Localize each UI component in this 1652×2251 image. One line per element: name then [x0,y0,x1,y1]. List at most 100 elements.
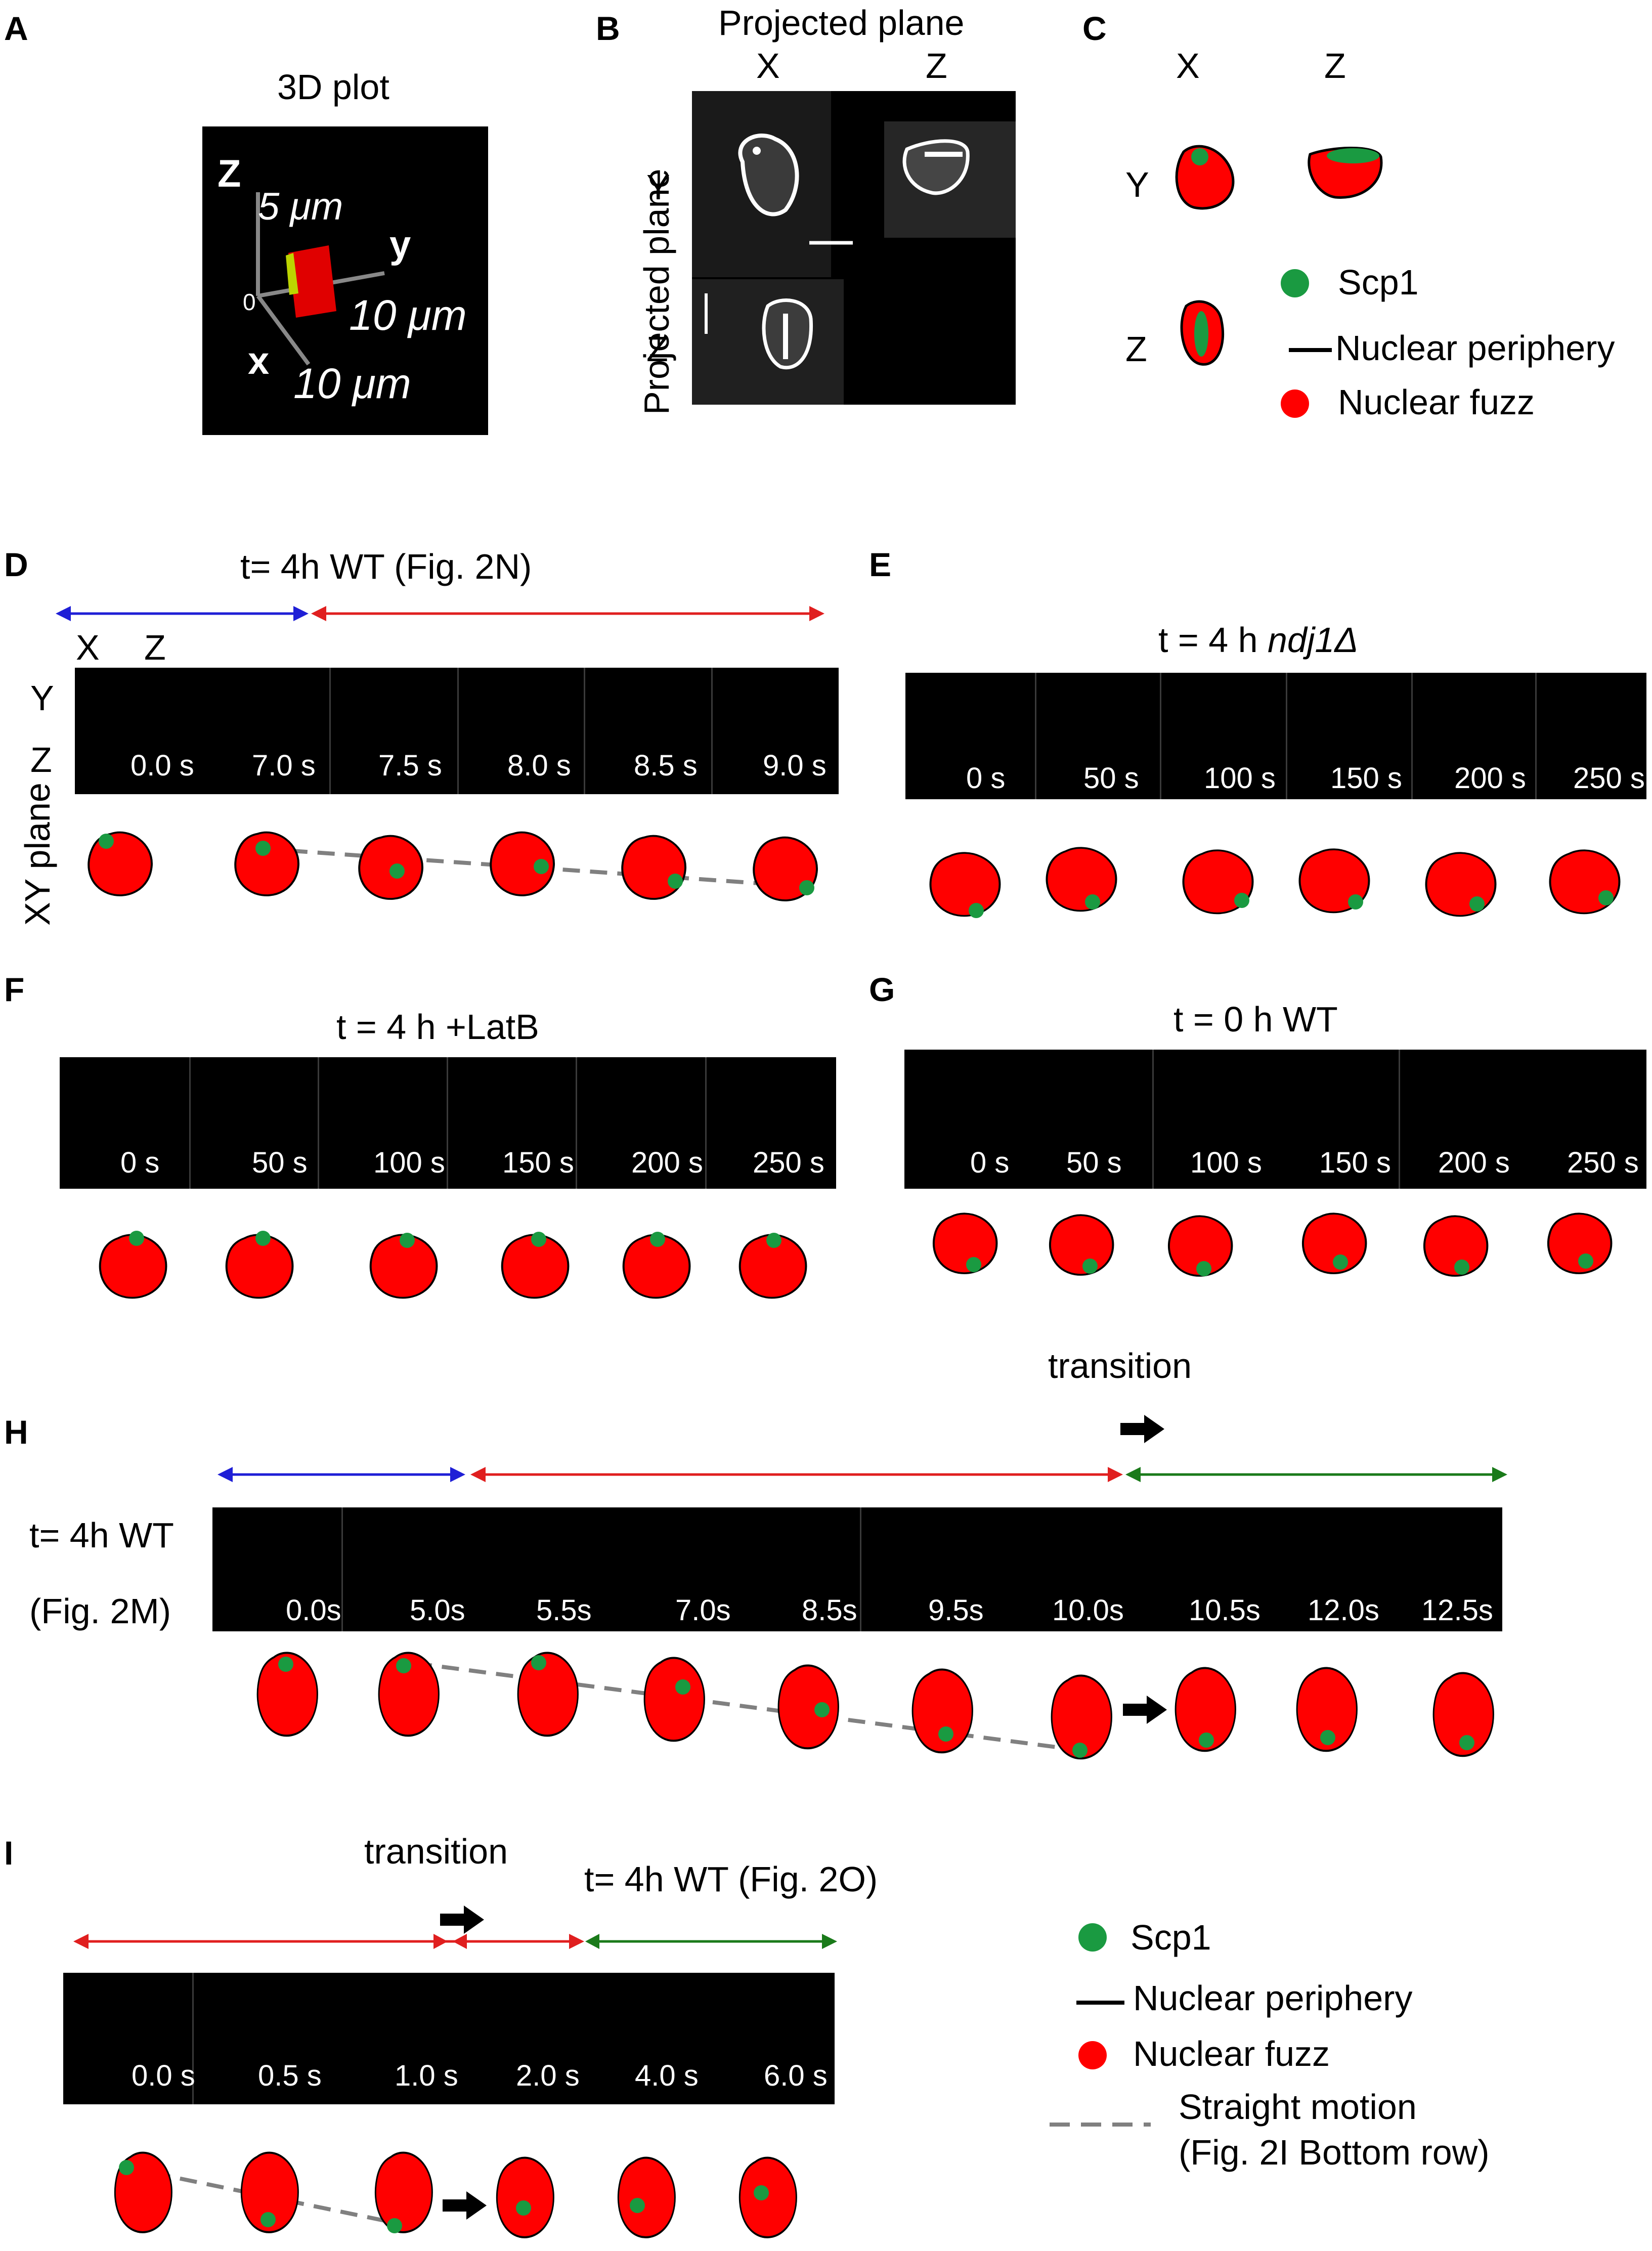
panelG-nucleus-3-scp1 [1333,1254,1348,1270]
panelA-3d-plot: Z 5 μm y 0 10 μm x 10 μm [202,126,488,435]
panelH-nucleus-2-scp1 [531,1655,546,1670]
panelI-nucleus-4-scp1 [630,2198,645,2213]
panelD-time-1: 7.0 s [252,749,316,782]
panelH-transition-arrow-mid [1123,1696,1167,1724]
panelH-time-2: 5.5s [536,1594,592,1627]
panelE-time-4: 200 s [1454,762,1526,795]
panelC-legend-fuzz-dot [1281,389,1309,418]
legend-straight-dash [1050,2123,1151,2127]
panelH-nucleus-3 [643,1657,705,1742]
panelH-time-5: 9.5s [928,1594,984,1627]
panelB-col-x: X [756,46,780,85]
panelD-col-x: X [76,628,100,667]
panelH-time-4: 8.5s [802,1594,857,1627]
panelE-nucleus-3 [1298,848,1370,914]
legend-scp1: Scp1 [1131,1918,1211,1957]
panelG-time-5: 250 s [1567,1146,1639,1179]
panelD-time-2: 7.5 s [378,749,442,782]
panel-label-a: A [4,10,28,47]
panelH-nucleus-6-scp1 [1072,1743,1088,1758]
panelF-nucleus-1 [225,1231,294,1299]
panelE-nucleus-3-scp1 [1348,894,1363,910]
panelD-nucleus-1 [234,831,299,896]
panelE-time-3: 150 s [1330,762,1402,795]
panelE-nucleus-2-scp1 [1234,893,1249,908]
panelG-nucleus-4 [1423,1215,1489,1277]
panelD-time-3: 8.0 s [507,749,571,782]
panelD-nucleus-0-scp1 [99,834,114,849]
panelF-nucleus-3-scp1 [531,1232,546,1247]
panelB-top-title: Projected plane [718,3,965,42]
panelD-title: t= 4h WT (Fig. 2N) [240,547,532,586]
panelF-nucleus-5-scp1 [766,1233,781,1248]
panelH-nucleus-8 [1296,1667,1358,1752]
panelH-time-0: 0.0s [286,1594,341,1627]
panelD-time-4: 8.5 s [634,749,698,782]
panelC-xy-nucleus [1175,145,1235,210]
panelI-time-3: 2.0 s [516,2059,580,2092]
panelA-x-length: 10 μm [293,360,411,407]
panelF-timelapse-strip: 0 s 50 s 100 s 150 s 200 s 250 s [60,1057,836,1189]
panelE-time-5: 250 s [1573,762,1645,795]
panelF-nucleus-5 [738,1233,807,1299]
panelD-nucleus-1-scp1 [255,841,271,856]
panelD-nucleus-3 [490,831,555,896]
panelD-side-label: XY plane [18,783,57,926]
panelG-nucleus-2-scp1 [1196,1261,1211,1276]
panelE-nucleus-1 [1046,847,1117,912]
panelF-nucleus-4 [622,1232,691,1299]
panelE-nucleus-4 [1425,852,1497,917]
panelI-nucleus-3-scp1 [516,2200,531,2216]
panelD-nucleus-0 [88,831,153,896]
panelI-transition-arrow-mid [443,2191,487,2220]
panelH-nucleus-1-scp1 [396,1658,411,1673]
panelE-timelapse-strip: 0 s 50 s 100 s 150 s 200 s 250 s [905,673,1646,799]
panelG-nucleus-3 [1301,1213,1367,1274]
panelD-nucleus-4 [621,835,686,900]
panelD-timelapse-strip: 0.0 s 7.0 s 7.5 s 8.0 s 8.5 s 9.0 s [75,668,839,794]
panelI-time-1: 0.5 s [258,2059,322,2092]
panelI-time-2: 1.0 s [395,2059,458,2092]
panelE-time-0: 0 s [966,762,1006,795]
panelD-nucleus-2 [358,835,423,900]
legend-straight-line1: Straight motion [1179,2087,1417,2127]
panelF-nucleus-1-scp1 [255,1231,271,1246]
panelG-time-2: 100 s [1190,1146,1262,1179]
panelI-title: t= 4h WT (Fig. 2O) [584,1859,878,1899]
panelF-nucleus-0 [99,1231,167,1299]
panel-label-c: C [1082,10,1107,47]
panelG-time-1: 50 s [1066,1146,1122,1179]
panelF-nucleus-0-scp1 [129,1231,144,1246]
panelG-nucleus-0-scp1 [966,1257,981,1272]
panelC-xz-nucleus [1180,300,1225,366]
panelH-nucleus-0-scp1 [278,1657,293,1672]
panelI-nucleus-5 [738,2156,797,2238]
panelI-transition-label: transition [364,1832,508,1871]
panelA-axis-x: x [248,339,270,382]
panelF-nucleus-2-scp1 [400,1233,415,1248]
panelC-row-z: Z [1125,329,1147,369]
panelF-time-3: 150 s [502,1146,574,1179]
panelH-transition-label: transition [1048,1346,1192,1386]
panelC-col-x: X [1176,46,1200,85]
panelH-nucleus-1 [378,1652,440,1737]
panelF-nucleus-3 [501,1232,570,1299]
panel-label-b: B [596,10,620,47]
panelE-nucleus-5 [1549,849,1621,915]
panelF-nucleus-4-scp1 [650,1232,665,1247]
panelF-time-2: 100 s [373,1146,445,1179]
panelH-nucleus-6 [1051,1674,1112,1760]
panelI-nucleus-2-scp1 [387,2218,402,2233]
panelF-title: t = 4 h +LatB [336,1007,539,1047]
panel-label-f: F [4,971,25,1008]
legend-scp1-dot [1078,1923,1107,1952]
panelI-nucleus-0 [114,2151,172,2233]
panelD-time-5: 9.0 s [763,749,827,782]
panelD-nucleus-4-scp1 [668,874,683,889]
panelI-time-0: 0.0 s [132,2059,195,2092]
panelD-col-z: Z [144,628,166,667]
panelI-time-4: 4.0 s [635,2059,699,2092]
panelB-cell-outlines [692,91,1016,405]
panelG-nucleus-1 [1049,1214,1114,1276]
panelF-nucleus-2 [369,1233,438,1299]
